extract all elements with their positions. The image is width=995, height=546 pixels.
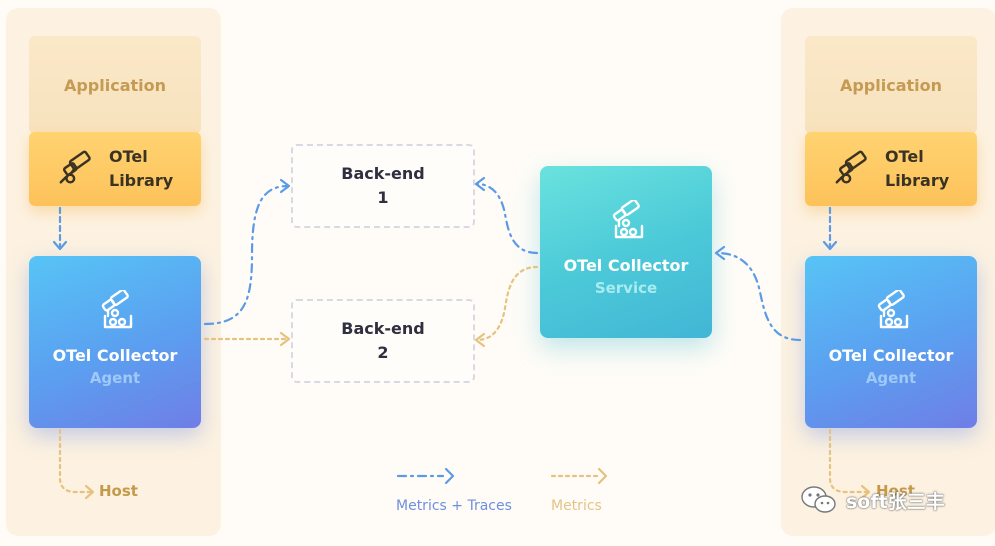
- legend-metrics: Metrics: [551, 498, 602, 514]
- arrowhead: [822, 240, 838, 251]
- arrowhead: [714, 245, 726, 261]
- arrowhead: [860, 484, 871, 500]
- backend-number: 1: [377, 188, 389, 207]
- backend-name: Back-end: [341, 164, 425, 183]
- otel-collector-agent-right: OTel Collector Agent: [805, 256, 977, 428]
- otel-library-box-left: OTel Library: [29, 132, 201, 206]
- library-label-line1: OTel: [109, 147, 148, 166]
- library-label: OTel Library: [885, 145, 949, 193]
- watermark: soft张三丰: [800, 484, 945, 516]
- legend-arrowhead: [597, 467, 608, 485]
- collector-role: Agent: [865, 369, 917, 387]
- arrowhead: [84, 484, 95, 500]
- telescope-icon: [101, 290, 133, 329]
- application-label: Application: [839, 75, 943, 95]
- backend-number: 2: [377, 343, 389, 362]
- backend-name: Back-end: [341, 319, 425, 338]
- legend-arrowhead: [444, 467, 455, 485]
- arrow-service-to-backend2: [475, 265, 539, 342]
- arrowhead: [279, 178, 291, 194]
- otel-collector-agent-left: OTel Collector Agent: [29, 256, 201, 428]
- arrowhead: [474, 176, 486, 192]
- collector-title: OTel Collector: [828, 346, 954, 365]
- application-label: Application: [63, 75, 167, 95]
- arrow-agent-to-host-right: [828, 428, 870, 494]
- legend-metrics-traces: Metrics + Traces: [396, 498, 512, 514]
- host-label-left: Host: [99, 482, 138, 500]
- collector-role: Service: [594, 279, 658, 297]
- application-box-left: Application: [29, 36, 201, 134]
- arrow-agent-to-service: [715, 251, 802, 342]
- arrowhead: [52, 240, 68, 251]
- backend-box-2: Back-end 2: [291, 299, 475, 383]
- host-label-right: Host: [876, 482, 915, 500]
- arrow-agent-to-host-left: [58, 428, 93, 494]
- otel-collector-service: OTel Collector Service: [540, 166, 712, 338]
- backend-box-1: Back-end 1: [291, 144, 475, 228]
- arrow-agent-to-backend1: [203, 184, 290, 326]
- arrowhead: [474, 332, 486, 348]
- library-label-line2: Library: [109, 171, 174, 190]
- telescope-icon: [612, 200, 644, 239]
- arrow-service-to-backend1: [475, 182, 539, 255]
- arrowhead: [279, 331, 291, 347]
- application-box-right: Application: [805, 36, 977, 134]
- watermark-text: soft张三丰: [846, 490, 945, 513]
- library-label-line1: OTel: [885, 147, 924, 166]
- telescope-icon: [59, 150, 91, 184]
- telescope-icon: [835, 150, 867, 184]
- library-label: OTel Library: [109, 145, 173, 193]
- collector-role: Agent: [89, 369, 141, 387]
- wechat-icon: [801, 486, 836, 513]
- telescope-icon: [877, 290, 909, 329]
- library-label-line2: Library: [885, 171, 950, 190]
- collector-title: OTel Collector: [52, 346, 178, 365]
- otel-library-box-right: OTel Library: [805, 132, 977, 206]
- collector-title: OTel Collector: [563, 256, 689, 275]
